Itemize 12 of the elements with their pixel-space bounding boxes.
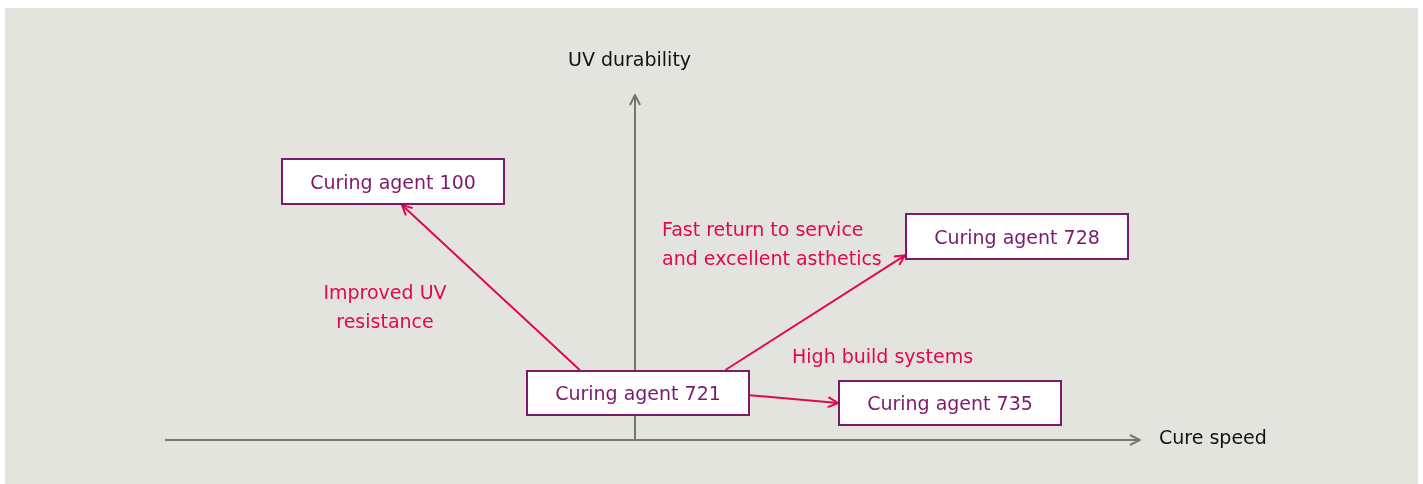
product-box: Curing agent 100 xyxy=(281,158,505,205)
axis-label: Cure speed xyxy=(1159,426,1267,448)
product-box: Curing agent 721 xyxy=(526,370,750,416)
arrow xyxy=(724,254,906,371)
edge-label: High build systems xyxy=(792,344,975,369)
product-box: Curing agent 728 xyxy=(905,213,1129,260)
product-box: Curing agent 735 xyxy=(838,380,1062,426)
arrow xyxy=(400,204,581,371)
edge-label: Improved UV resistance xyxy=(322,280,448,334)
arrow xyxy=(749,394,839,409)
axis-label: UV durability xyxy=(568,48,692,70)
edge-label: Fast return to service and excellent asthetics xyxy=(662,217,883,271)
